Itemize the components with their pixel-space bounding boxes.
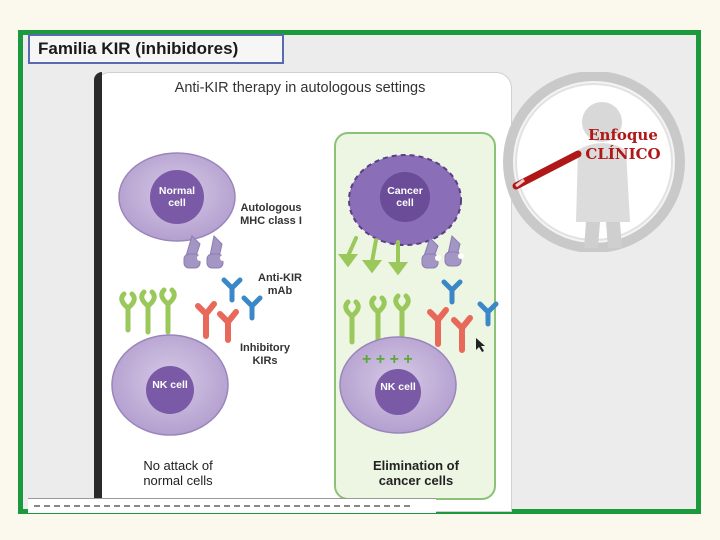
figure-title: Anti-KIR therapy in autologous settings: [174, 80, 426, 96]
activating-receptors-left: [119, 287, 177, 335]
mhc-peptide: [220, 255, 226, 261]
badge-line-1: Enfoque: [588, 126, 658, 144]
slide-title: Familia KIR (inhibidores): [28, 34, 284, 64]
normal-cell-label: Normal cell: [158, 185, 196, 209]
normal-cell-nucleus: [150, 170, 204, 224]
antibodies-left: [221, 277, 263, 321]
inhibitory-kirs-left: [195, 301, 239, 343]
panel-edge: [94, 72, 102, 512]
inhibitory-kirs-right: [427, 307, 473, 353]
activation-signs: + + + +: [362, 351, 413, 368]
mhc-peptide: [435, 255, 441, 261]
left-caption: No attack of normal cells: [143, 458, 213, 488]
mab-label: Anti-KIR mAb: [258, 272, 302, 297]
right-caption: Elimination of cancer cells: [373, 458, 459, 488]
mhc-peptide: [458, 253, 464, 259]
mhc-molecules-right: [421, 235, 462, 269]
nk-cell-right-label: NK cell: [380, 381, 416, 393]
badge-text: Enfoque CLÍNICO: [583, 126, 663, 164]
antibodies-right: [441, 279, 499, 327]
mhc-molecules-left: [183, 234, 224, 269]
nk-cell-left-label: NK cell: [152, 379, 188, 391]
cancer-cell-nucleus: [380, 172, 430, 222]
cursor-icon: [476, 338, 485, 352]
mhc-label: Autologous MHC class I: [240, 202, 302, 227]
nk-cell-right-nucleus: [375, 369, 421, 415]
mhc-peptide: [197, 255, 203, 261]
kirs-label: Inhibitory KIRs: [239, 342, 291, 367]
cancer-cell-label: Cancer cell: [387, 185, 423, 209]
badge-line-2: CLÍNICO: [585, 145, 661, 163]
source-strip: [28, 498, 436, 513]
activating-receptors-right: [343, 293, 411, 345]
nk-cell-left-nucleus: [146, 366, 194, 414]
ligands-right: [338, 236, 408, 276]
magnifier-icon: [503, 72, 685, 252]
